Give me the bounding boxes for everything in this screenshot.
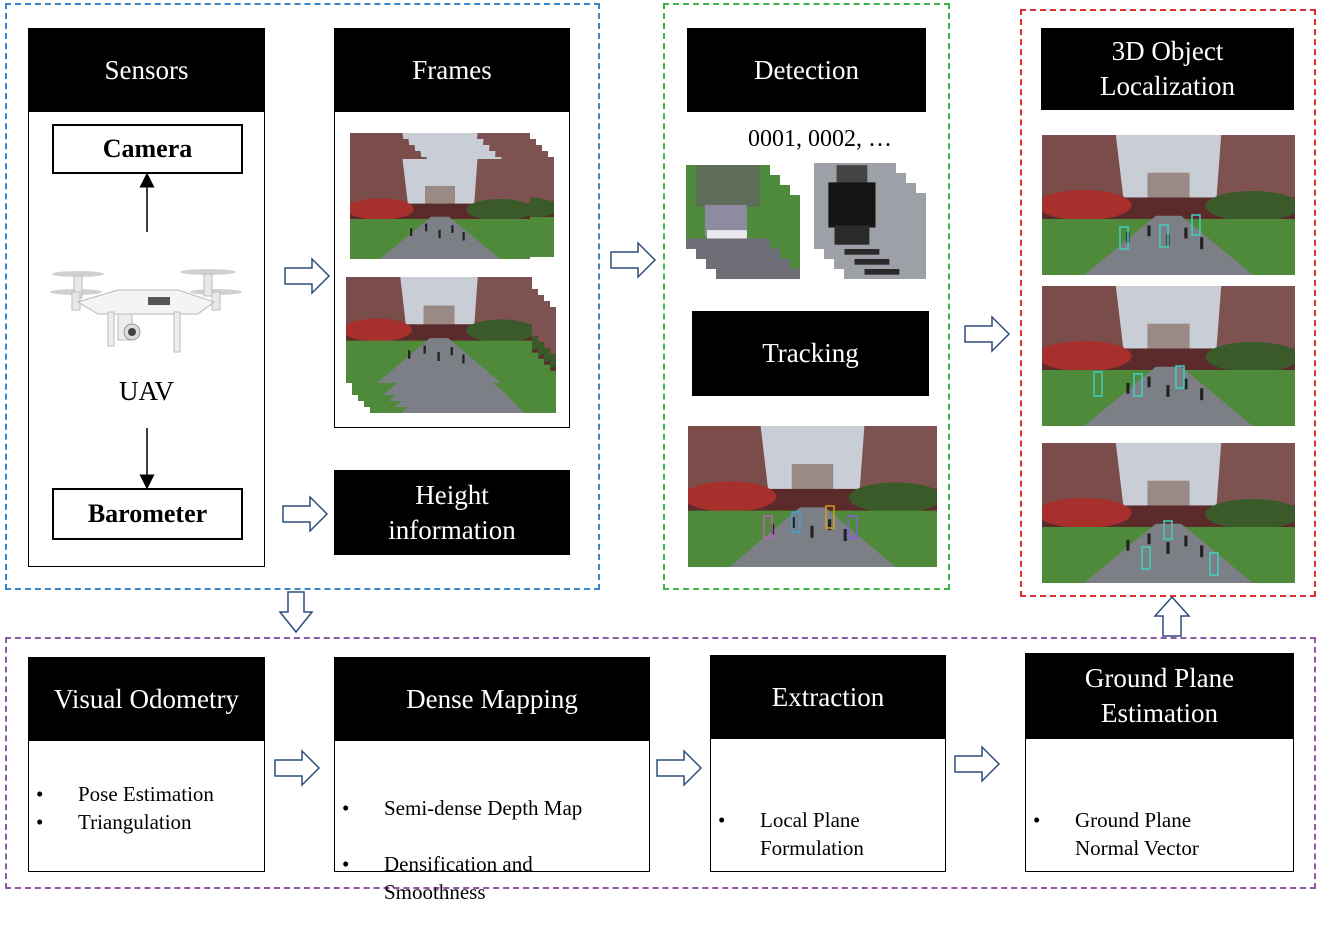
ground-plane-group-frame: [5, 637, 1316, 889]
height-info-header: Height information: [334, 470, 570, 555]
visual-odometry-bullet: Triangulation: [36, 808, 262, 836]
flow-arrows: [139, 172, 1191, 787]
localization-image-3: [1042, 443, 1295, 583]
ground-plane-bullet: Ground Plane Normal Vector: [1033, 806, 1291, 862]
extraction-bullet: Local Plane Formulation: [718, 806, 944, 862]
extraction-bullets: Local Plane Formulation: [718, 778, 944, 890]
arrow-ground-plane-to-localization: [1153, 595, 1191, 637]
arrow-frames-to-detection: [610, 241, 657, 279]
arrow-extraction-to-ground-plane: [954, 745, 1001, 783]
arrow-mapping-to-extraction: [656, 749, 703, 787]
camera-box: Camera: [52, 124, 243, 174]
localization-header: 3D Object Localization: [1041, 28, 1294, 110]
arrow-odometry-to-mapping: [274, 749, 321, 787]
sensors-header: Sensors: [28, 28, 265, 112]
visual-odometry-bullets: Pose Estimation Triangulation: [36, 780, 262, 836]
localization-image-2: [1042, 286, 1295, 426]
tracking-image: [688, 426, 937, 567]
extraction-header: Extraction: [710, 655, 946, 739]
uav-icon: [50, 269, 242, 353]
tracking-header: Tracking: [692, 311, 929, 396]
uav-label: UAV: [118, 376, 174, 406]
arrow-sensors-to-height: [282, 495, 329, 533]
sensing-group-frame: [5, 3, 600, 590]
frames-header: Frames: [334, 28, 570, 112]
localization-group-frame: [1020, 9, 1316, 597]
ground-plane-header: Ground Plane Estimation: [1025, 653, 1294, 739]
ground-plane-bullets: Ground Plane Normal Vector: [1033, 778, 1291, 890]
detection-ids: 0001, 0002, …: [748, 126, 892, 152]
visual-odometry-bullet: Pose Estimation: [36, 780, 262, 808]
dense-mapping-header: Dense Mapping: [334, 657, 650, 741]
detection-group-frame: [663, 3, 950, 590]
detection-header: Detection: [687, 28, 926, 112]
dense-mapping-bullet: Semi-dense Depth Map: [342, 794, 648, 822]
arrow-sensors-to-frames: [284, 257, 331, 295]
localization-image-1: [1042, 135, 1295, 275]
barometer-box: Barometer: [52, 488, 243, 540]
arrow-detection-to-localization: [964, 315, 1011, 353]
arrow-sensing-to-odometry: [278, 591, 314, 634]
visual-odometry-header: Visual Odometry: [28, 657, 265, 741]
